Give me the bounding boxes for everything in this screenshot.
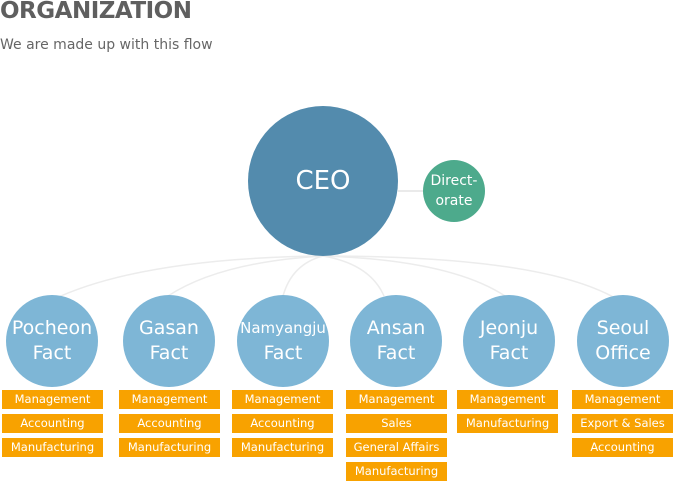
department-list-gasan: Management Accounting Manufacturing xyxy=(119,390,220,462)
factory-label-line1: Gasan xyxy=(139,317,199,339)
page-subtitle: We are made up with this flow xyxy=(0,37,213,53)
factory-node-jeonju: Jeonju Fact xyxy=(463,295,555,387)
connector-namyangju xyxy=(282,255,324,297)
department-item: Management xyxy=(2,390,103,409)
factory-label-line2: Office xyxy=(595,342,651,364)
page-title: ORGANIZATION xyxy=(0,0,192,24)
department-list-ansan: Management Sales General Affairs Manufac… xyxy=(346,390,447,486)
department-item: Accounting xyxy=(572,438,673,457)
department-item: General Affairs xyxy=(346,438,447,457)
department-list-seoul: Management Export & Sales Accounting xyxy=(572,390,673,462)
department-item: Manufacturing xyxy=(232,438,333,457)
directorate-label-line2: orate xyxy=(435,193,473,209)
department-item: Manufacturing xyxy=(346,462,447,481)
department-item: Manufacturing xyxy=(119,438,220,457)
factory-node-seoul: Seoul Office xyxy=(577,295,669,387)
department-item: Management xyxy=(457,390,558,409)
factory-label-line1: Jeonju xyxy=(479,317,539,339)
department-item: Accounting xyxy=(119,414,220,433)
factory-label-line2: Fact xyxy=(489,342,529,364)
connector-pocheon xyxy=(51,255,324,301)
factory-node-namyangju: Namyangju Fact xyxy=(237,295,329,387)
factory-label-line2: Fact xyxy=(149,342,189,364)
department-item: Management xyxy=(119,390,220,409)
connector-jeonju xyxy=(322,255,506,297)
factory-label-line2: Fact xyxy=(32,342,72,364)
directorate-node: Direct- orate xyxy=(423,160,485,222)
department-list-jeonju: Management Manufacturing xyxy=(457,390,558,438)
factory-label-line2: Fact xyxy=(263,342,303,364)
department-item: Sales xyxy=(346,414,447,433)
ceo-label: CEO xyxy=(295,166,351,196)
connector-seoul xyxy=(322,255,616,299)
connector-gasan xyxy=(167,255,324,297)
factory-node-gasan: Gasan Fact xyxy=(123,295,215,387)
department-list-pocheon: Management Accounting Manufacturing xyxy=(2,390,103,462)
factory-node-ansan: Ansan Fact xyxy=(350,295,442,387)
department-item: Export & Sales xyxy=(572,414,673,433)
factory-label-line1: Ansan xyxy=(366,317,426,339)
department-item: Management xyxy=(232,390,333,409)
department-item: Manufacturing xyxy=(2,438,103,457)
ceo-node: CEO xyxy=(248,106,398,256)
department-item: Manufacturing xyxy=(457,414,558,433)
department-list-namyangju: Management Accounting Manufacturing xyxy=(232,390,333,462)
factory-label-line1: Pocheon xyxy=(11,317,93,339)
factory-label-line1: Namyangju xyxy=(240,319,326,337)
connector-ansan xyxy=(322,255,385,297)
factory-node-pocheon: Pocheon Fact xyxy=(6,295,98,387)
factory-label-line1: Seoul xyxy=(596,317,650,339)
factory-label-line2: Fact xyxy=(376,342,416,364)
department-item: Accounting xyxy=(232,414,333,433)
department-item: Management xyxy=(572,390,673,409)
department-item: Accounting xyxy=(2,414,103,433)
department-item: Management xyxy=(346,390,447,409)
directorate-label-line1: Direct- xyxy=(430,173,478,189)
